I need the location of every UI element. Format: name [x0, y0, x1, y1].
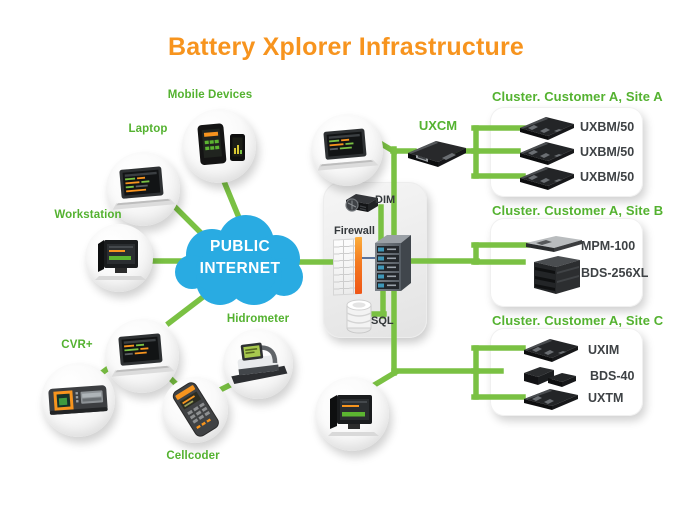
uxcm-laptop-node — [311, 114, 383, 186]
dim-label: DIM — [375, 194, 396, 206]
workstation-label: Workstation — [54, 209, 122, 221]
mobile-devices-node — [182, 109, 256, 183]
mobile-devices-label: Mobile Devices — [167, 89, 253, 101]
dim-device-icon — [345, 194, 378, 212]
rack-unit-icon — [520, 167, 574, 190]
cluster-title-site-c: Cluster. Customer A, Site C — [492, 313, 664, 328]
database-icon — [346, 299, 372, 334]
laptop-label: Laptop — [128, 123, 168, 135]
hidrometer-device-icon — [231, 342, 288, 385]
workstation-icon — [328, 395, 379, 436]
device-label: UXBM/50 — [580, 120, 635, 134]
rack-unit-icon — [520, 117, 574, 140]
device-label: BDS-40 — [590, 369, 635, 383]
cvr-node — [41, 363, 115, 437]
mpm-device-icon — [526, 236, 582, 252]
page-title: Battery Xplorer Infrastructure — [167, 33, 525, 61]
uxcm-switch-icon — [408, 141, 466, 167]
cellcoder-device-icon — [172, 382, 219, 437]
cvr-label: CVR+ — [61, 339, 93, 351]
public-label-line2: INTERNET — [199, 260, 281, 277]
device-label: BDS-256XL — [581, 266, 649, 280]
sql-label: SQL — [371, 315, 394, 327]
cluster-title-site-a: Cluster. Customer A, Site A — [492, 89, 663, 104]
cellcoder-label: Cellcoder — [166, 450, 220, 462]
device-label: UXIM — [588, 343, 620, 357]
public-label-line1: PUBLIC — [209, 238, 271, 255]
laptop-icon — [317, 128, 378, 171]
rack-unit-icon — [524, 339, 578, 362]
cellcoder-node — [162, 377, 228, 443]
hidrometer-node — [223, 329, 293, 399]
bds-40-device-icon — [524, 367, 576, 387]
workstation-icon — [95, 240, 146, 280]
firewall-icon — [333, 238, 356, 296]
firewall-flame-icon — [355, 236, 362, 295]
hidrometer-label: Hidrometer — [226, 313, 290, 325]
laptop-node — [106, 152, 180, 226]
device-label: UXTM — [588, 391, 624, 405]
site-workstation-node — [315, 377, 389, 451]
workstation-node — [85, 224, 153, 292]
bds-256xl-device-icon — [534, 256, 580, 294]
firewall-label: Firewall — [334, 225, 375, 237]
public-internet-cloud — [175, 215, 303, 305]
laptop-icon — [112, 166, 175, 210]
laptop-icon — [111, 333, 174, 377]
public-internet-label: PUBLIC INTERNET — [172, 236, 308, 280]
uxcm-label: UXCM — [418, 118, 458, 133]
tablet-phone-icon — [197, 123, 245, 165]
device-label: UXBM/50 — [580, 145, 635, 159]
server-icon — [375, 235, 411, 291]
cvr-device-icon — [48, 385, 108, 415]
remote-laptop-node — [105, 319, 179, 393]
rack-unit-icon — [520, 142, 574, 165]
rack-unit-icon — [524, 389, 578, 410]
device-label: UXBM/50 — [580, 170, 635, 184]
cluster-title-site-b: Cluster. Customer A, Site B — [492, 203, 664, 218]
device-label: MPM-100 — [581, 239, 636, 253]
